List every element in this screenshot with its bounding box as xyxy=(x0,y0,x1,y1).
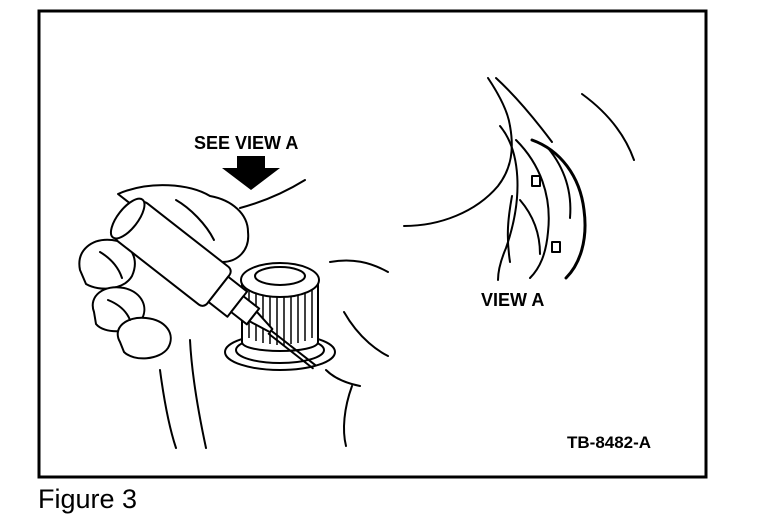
main-view-drawing xyxy=(78,179,389,449)
view-a-drawing xyxy=(403,77,635,281)
figure-frame xyxy=(37,9,708,479)
see-view-label: SEE VIEW A xyxy=(194,133,298,153)
reference-number: TB-8482-A xyxy=(567,433,651,452)
figure-caption: Figure 3 xyxy=(38,484,138,514)
down-arrow-icon xyxy=(222,156,280,190)
view-a-label: VIEW A xyxy=(481,290,544,310)
